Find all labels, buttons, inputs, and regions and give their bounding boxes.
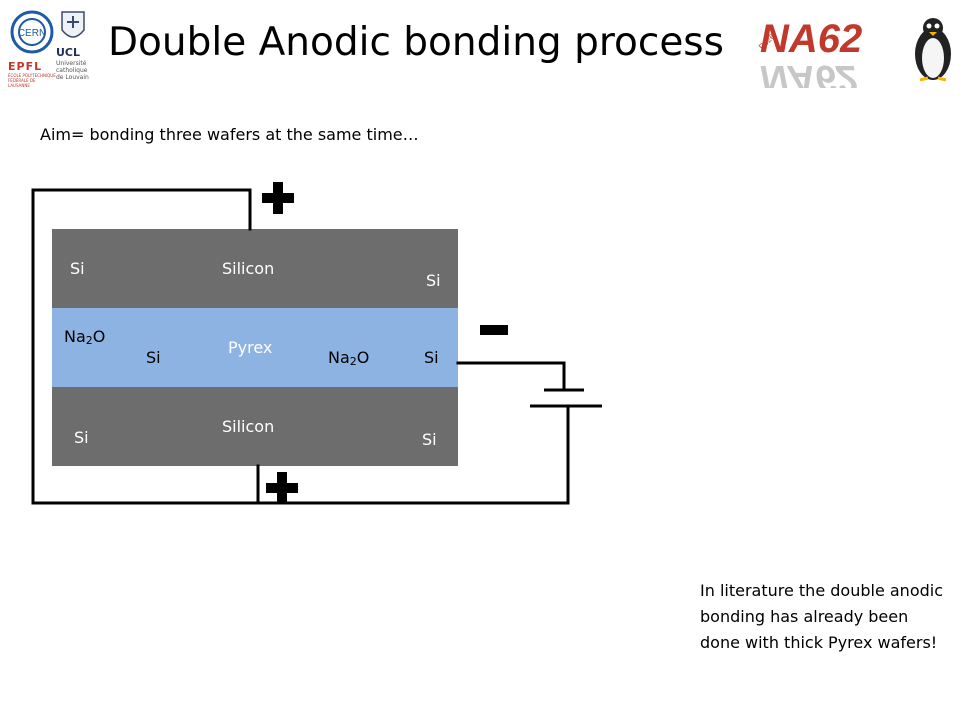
pyrex-wire [456, 361, 566, 392]
si-top-right-label: Si [426, 271, 441, 290]
bottom-silicon-label: Silicon [222, 417, 275, 436]
ucl-logo: UCL Université catholique de Louvain [56, 8, 90, 81]
penguin-icon [915, 18, 951, 82]
page-title: Double Anodic bonding process [108, 20, 724, 65]
aim-text: Aim= bonding three wafers at the same ti… [40, 125, 419, 144]
si-bot-left-label: Si [74, 428, 89, 447]
literature-note: In literature the double anodic bonding … [700, 581, 943, 652]
na2o-left-label: Na2O [64, 327, 106, 347]
top-silicon-wafer: Silicon Si Si [52, 229, 458, 308]
epfl-logo-subtext: ÉCOLE POLYTECHNIQUE FÉDÉRALE DE LAUSANNE [8, 73, 56, 88]
epfl-logo-text: EPFL [8, 60, 43, 73]
si-mid-right-label: Si [424, 348, 439, 367]
svg-text:NA62: NA62 [760, 57, 857, 88]
plus-sign-bottom-icon [266, 472, 298, 504]
na2o-right-label: Na2O [328, 348, 370, 368]
cern-logo: CERN [8, 8, 56, 56]
epfl-logo: EPFL ÉCOLE POLYTECHNIQUE FÉDÉRALE DE LAU… [8, 60, 56, 88]
na62-logo-text: NA62 [760, 17, 862, 61]
cern-logo-text: CERN [18, 28, 46, 39]
pyrex-label: Pyrex [228, 338, 273, 357]
pyrex-wafer: Pyrex Na2O Si Na2O Si [52, 308, 458, 387]
plus-sign-top-icon [262, 182, 294, 214]
si-bot-right-label: Si [422, 430, 437, 449]
ucl-logo-text: UCL [56, 46, 81, 59]
battery-icon [530, 388, 602, 408]
bottom-silicon-wafer: Silicon Si Si [52, 387, 458, 466]
ucl-logo-subtext: Université catholique de Louvain [56, 60, 89, 81]
top-silicon-label: Silicon [222, 259, 275, 278]
si-mid-left-label: Si [146, 348, 161, 367]
minus-sign-icon [480, 325, 508, 335]
si-top-left-label: Si [70, 259, 85, 278]
na62-logo: NA62 NA62 P326 [748, 8, 958, 99]
